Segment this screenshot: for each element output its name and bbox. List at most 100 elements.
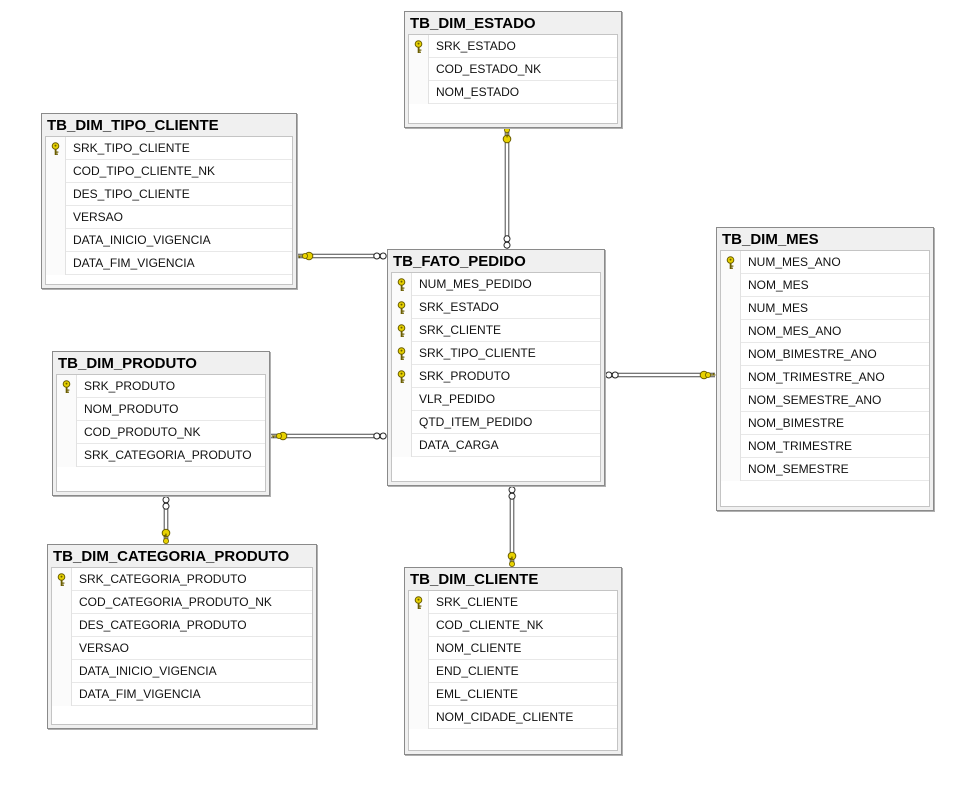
column-row[interactable]: NOM_MES <box>721 274 929 297</box>
row-selector[interactable] <box>46 252 66 275</box>
column-row[interactable]: SRK_CLIENTE <box>392 319 600 342</box>
column-row[interactable]: NOM_TRIMESTRE_ANO <box>721 366 929 389</box>
table-title[interactable]: TB_DIM_ESTADO <box>410 15 536 32</box>
row-selector[interactable] <box>721 366 741 389</box>
row-selector[interactable] <box>409 614 429 637</box>
row-selector[interactable] <box>721 297 741 320</box>
column-row[interactable]: COD_CATEGORIA_PRODUTO_NK <box>52 591 312 614</box>
tb-dim-categoria-produto-table[interactable]: TB_DIM_CATEGORIA_PRODUTO SRK_CATEGORIA_PR… <box>47 544 317 729</box>
row-selector[interactable] <box>52 591 72 614</box>
table-title[interactable]: TB_DIM_CATEGORIA_PRODUTO <box>53 548 290 565</box>
column-row[interactable]: EML_CLIENTE <box>409 683 617 706</box>
column-row[interactable]: NOM_CLIENTE <box>409 637 617 660</box>
row-selector[interactable] <box>392 319 412 342</box>
column-row[interactable]: SRK_CLIENTE <box>409 591 617 614</box>
row-selector[interactable] <box>721 274 741 297</box>
row-selector[interactable] <box>721 458 741 481</box>
column-row[interactable]: VERSAO <box>46 206 292 229</box>
column-row[interactable]: NUM_MES_ANO <box>721 251 929 274</box>
row-selector[interactable] <box>46 206 66 229</box>
row-selector[interactable] <box>721 389 741 412</box>
row-selector[interactable] <box>46 183 66 206</box>
row-selector[interactable] <box>52 660 72 683</box>
column-row[interactable]: NOM_PRODUTO <box>57 398 265 421</box>
row-selector[interactable] <box>409 706 429 729</box>
row-selector[interactable] <box>57 444 77 467</box>
column-row[interactable]: SRK_ESTADO <box>392 296 600 319</box>
column-row[interactable]: COD_TIPO_CLIENTE_NK <box>46 160 292 183</box>
row-selector[interactable] <box>392 388 412 411</box>
row-selector[interactable] <box>409 637 429 660</box>
column-row[interactable]: VERSAO <box>52 637 312 660</box>
column-row[interactable]: NOM_TRIMESTRE <box>721 435 929 458</box>
row-selector[interactable] <box>392 365 412 388</box>
row-selector[interactable] <box>409 591 429 614</box>
row-selector[interactable] <box>409 660 429 683</box>
column-row[interactable]: NOM_SEMESTRE <box>721 458 929 481</box>
column-row[interactable]: COD_CLIENTE_NK <box>409 614 617 637</box>
column-row[interactable]: SRK_PRODUTO <box>57 375 265 398</box>
column-row[interactable]: NOM_CIDADE_CLIENTE <box>409 706 617 729</box>
row-selector[interactable] <box>392 296 412 319</box>
row-selector[interactable] <box>409 58 429 81</box>
row-selector[interactable] <box>721 435 741 458</box>
row-selector[interactable] <box>57 375 77 398</box>
table-title[interactable]: TB_DIM_TIPO_CLIENTE <box>47 117 219 134</box>
column-row[interactable]: DES_TIPO_CLIENTE <box>46 183 292 206</box>
row-selector[interactable] <box>409 35 429 58</box>
column-row[interactable]: DATA_INICIO_VIGENCIA <box>52 660 312 683</box>
row-selector[interactable] <box>392 273 412 296</box>
column-row[interactable]: DATA_FIM_VIGENCIA <box>46 252 292 275</box>
row-selector[interactable] <box>392 411 412 434</box>
row-selector[interactable] <box>46 160 66 183</box>
column-row[interactable]: NUM_MES <box>721 297 929 320</box>
column-row[interactable]: SRK_CATEGORIA_PRODUTO <box>57 444 265 467</box>
column-row[interactable]: DATA_CARGA <box>392 434 600 457</box>
table-title[interactable]: TB_FATO_PEDIDO <box>393 253 526 270</box>
column-row[interactable]: SRK_TIPO_CLIENTE <box>46 137 292 160</box>
column-row[interactable]: QTD_ITEM_PEDIDO <box>392 411 600 434</box>
column-row[interactable]: SRK_ESTADO <box>409 35 617 58</box>
table-title[interactable]: TB_DIM_MES <box>722 231 819 248</box>
column-row[interactable]: NOM_SEMESTRE_ANO <box>721 389 929 412</box>
column-row[interactable]: SRK_CATEGORIA_PRODUTO <box>52 568 312 591</box>
table-title[interactable]: TB_DIM_CLIENTE <box>410 571 539 588</box>
column-row[interactable]: SRK_TIPO_CLIENTE <box>392 342 600 365</box>
table-title[interactable]: TB_DIM_PRODUTO <box>58 355 197 372</box>
column-row[interactable]: END_CLIENTE <box>409 660 617 683</box>
row-selector[interactable] <box>409 683 429 706</box>
column-row[interactable]: NUM_MES_PEDIDO <box>392 273 600 296</box>
row-selector[interactable] <box>57 421 77 444</box>
row-selector[interactable] <box>409 81 429 104</box>
column-row[interactable]: SRK_PRODUTO <box>392 365 600 388</box>
column-row[interactable]: COD_PRODUTO_NK <box>57 421 265 444</box>
column-row[interactable]: NOM_MES_ANO <box>721 320 929 343</box>
row-selector[interactable] <box>52 568 72 591</box>
row-selector[interactable] <box>52 683 72 706</box>
column-row[interactable]: VLR_PEDIDO <box>392 388 600 411</box>
column-row[interactable]: DATA_INICIO_VIGENCIA <box>46 229 292 252</box>
row-selector[interactable] <box>392 434 412 457</box>
column-row[interactable]: NOM_BIMESTRE <box>721 412 929 435</box>
row-selector[interactable] <box>721 320 741 343</box>
row-selector[interactable] <box>57 398 77 421</box>
column-row[interactable]: NOM_BIMESTRE_ANO <box>721 343 929 366</box>
row-selector[interactable] <box>46 229 66 252</box>
row-selector[interactable] <box>52 637 72 660</box>
row-selector[interactable] <box>721 412 741 435</box>
column-row[interactable]: DES_CATEGORIA_PRODUTO <box>52 614 312 637</box>
column-row[interactable]: COD_ESTADO_NK <box>409 58 617 81</box>
column-row[interactable]: DATA_FIM_VIGENCIA <box>52 683 312 706</box>
column-row[interactable]: NOM_ESTADO <box>409 81 617 104</box>
row-selector[interactable] <box>721 343 741 366</box>
row-selector[interactable] <box>721 251 741 274</box>
row-selector[interactable] <box>392 342 412 365</box>
row-selector[interactable] <box>46 137 66 160</box>
row-selector[interactable] <box>52 614 72 637</box>
